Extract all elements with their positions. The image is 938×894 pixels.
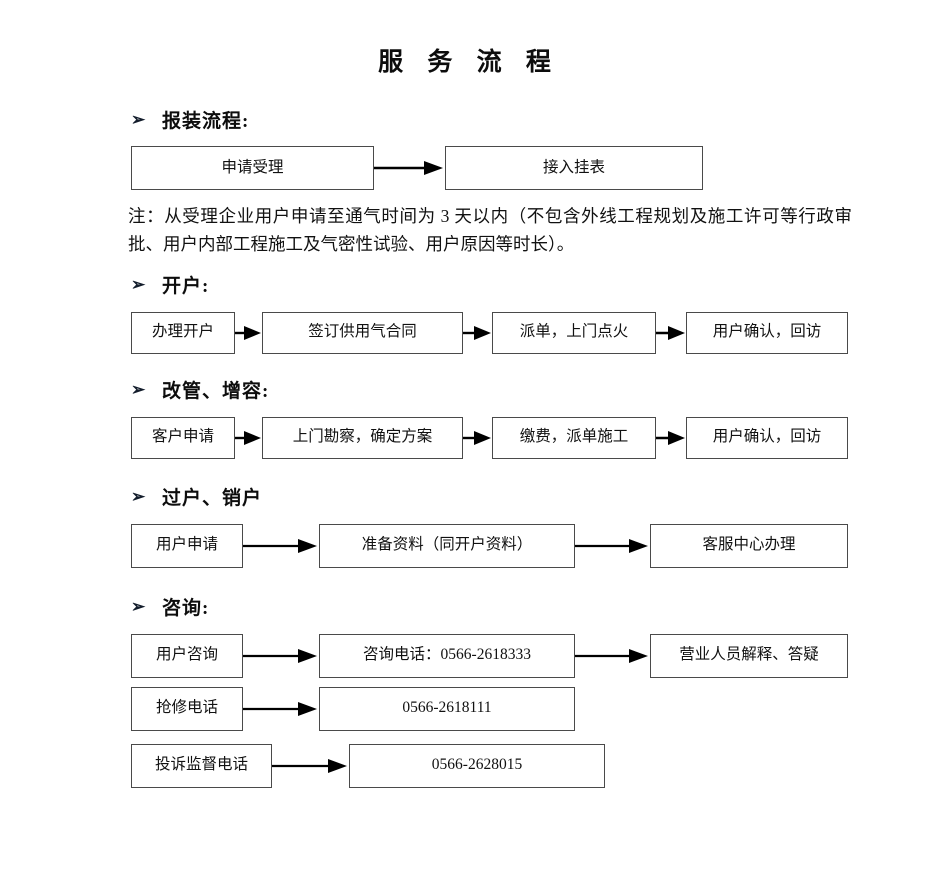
arrow-right-icon	[463, 325, 491, 340]
arrow-right-icon	[656, 325, 685, 340]
flow-node[interactable]: 客户申请	[131, 416, 235, 459]
flow-row: 用户咨询 咨询电话：0566-2618333 营业人员解释、答疑	[0, 633, 938, 678]
section-heading-guohu: ➢ 过户、销户	[0, 483, 938, 510]
flow-node[interactable]: 用户确认，回访	[686, 416, 848, 459]
flow-node[interactable]: 用户申请	[131, 523, 243, 568]
section-heading-label: 咨询:	[162, 597, 210, 619]
flow-node[interactable]: 派单，上门点火	[492, 311, 656, 354]
arrow-right-icon	[235, 430, 261, 445]
section-heading-zixun: ➢ 咨询:	[0, 593, 938, 620]
section-heading-gaiguan: ➢ 改管、增容:	[0, 376, 938, 403]
flow-arrow-gap	[272, 744, 349, 788]
arrow-right-icon	[272, 758, 347, 773]
section-heading-label: 开户:	[162, 275, 210, 297]
flow-arrow-gap	[243, 524, 319, 568]
arrow-right-icon	[374, 161, 443, 175]
flow-row: 投诉监督电话 0566-2628015	[0, 743, 938, 788]
flow-node[interactable]: 抢修电话	[131, 686, 243, 731]
arrow-right-icon	[243, 648, 317, 663]
flow-arrow-gap	[235, 312, 262, 354]
flow-arrow-gap	[243, 634, 319, 678]
flow-node[interactable]: 签订供用气合同	[262, 311, 463, 354]
arrow-right-icon	[575, 538, 648, 553]
flow-row: 申请受理 接入挂表	[0, 146, 938, 190]
arrow-right-icon	[463, 430, 491, 445]
bullet-arrow-icon: ➢	[131, 596, 147, 616]
flow-node[interactable]: 上门勘察，确定方案	[262, 416, 463, 459]
flow-row: 办理开户 签订供用气合同 派单，上门点火 用户确认，回访	[0, 311, 938, 354]
flow-arrow-gap	[235, 417, 262, 459]
flow-arrow-gap	[656, 417, 686, 459]
bullet-arrow-icon: ➢	[131, 486, 147, 506]
section-heading-label: 改管、增容:	[162, 380, 270, 402]
arrow-right-icon	[575, 648, 648, 663]
flow-node[interactable]: 0566-2628015	[349, 743, 605, 788]
flow-arrow-gap	[243, 687, 319, 731]
flow-node[interactable]: 用户咨询	[131, 633, 243, 678]
section-heading-baozhuang: ➢ 报装流程:	[0, 106, 938, 133]
section-note: 注：从受理企业用户申请至通气时间为 3 天以内（不包含外线工程规划及施工许可等行…	[128, 206, 852, 255]
flow-row: 抢修电话 0566-2618111	[0, 686, 938, 731]
flow-node[interactable]: 用户确认，回访	[686, 311, 848, 354]
flow-node[interactable]: 客服中心办理	[650, 523, 848, 568]
section-heading-label: 报装流程:	[162, 111, 250, 132]
flow-node[interactable]: 准备资料（同开户资料）	[319, 523, 575, 568]
arrow-right-icon	[235, 325, 261, 340]
section-heading-kaihu: ➢ 开户:	[0, 271, 938, 298]
section-heading-label: 过户、销户	[162, 487, 263, 509]
flow-row: 客户申请 上门勘察，确定方案 缴费，派单施工 用户确认，回访	[0, 416, 938, 459]
flow-row: 用户申请 准备资料（同开户资料） 客服中心办理	[0, 523, 938, 568]
flow-node[interactable]: 营业人员解释、答疑	[650, 633, 848, 678]
flow-node[interactable]: 投诉监督电话	[131, 743, 272, 788]
bullet-arrow-icon: ➢	[131, 110, 147, 129]
flow-arrow-gap	[463, 417, 492, 459]
arrow-right-icon	[656, 430, 685, 445]
arrow-right-icon	[243, 538, 317, 553]
flow-node[interactable]: 缴费，派单施工	[492, 416, 656, 459]
document-page: 服 务 流 程 ➢ 报装流程: 申请受理 接入挂表 注：从受理企业用户申请至通气…	[0, 42, 938, 894]
flow-node[interactable]: 接入挂表	[445, 146, 703, 190]
flow-node[interactable]: 申请受理	[131, 146, 374, 190]
bullet-arrow-icon: ➢	[131, 274, 147, 294]
flow-arrow-gap	[656, 312, 686, 354]
flow-node[interactable]: 0566-2618111	[319, 686, 575, 731]
flow-arrow-gap	[575, 524, 650, 568]
flow-node[interactable]: 办理开户	[131, 311, 235, 354]
flow-arrow-gap	[374, 146, 445, 190]
bullet-arrow-icon: ➢	[131, 379, 147, 399]
flow-node[interactable]: 咨询电话：0566-2618333	[319, 633, 575, 678]
flow-arrow-gap	[463, 312, 492, 354]
flow-arrow-gap	[575, 634, 650, 678]
page-title: 服 务 流 程	[378, 49, 560, 76]
arrow-right-icon	[243, 701, 317, 716]
